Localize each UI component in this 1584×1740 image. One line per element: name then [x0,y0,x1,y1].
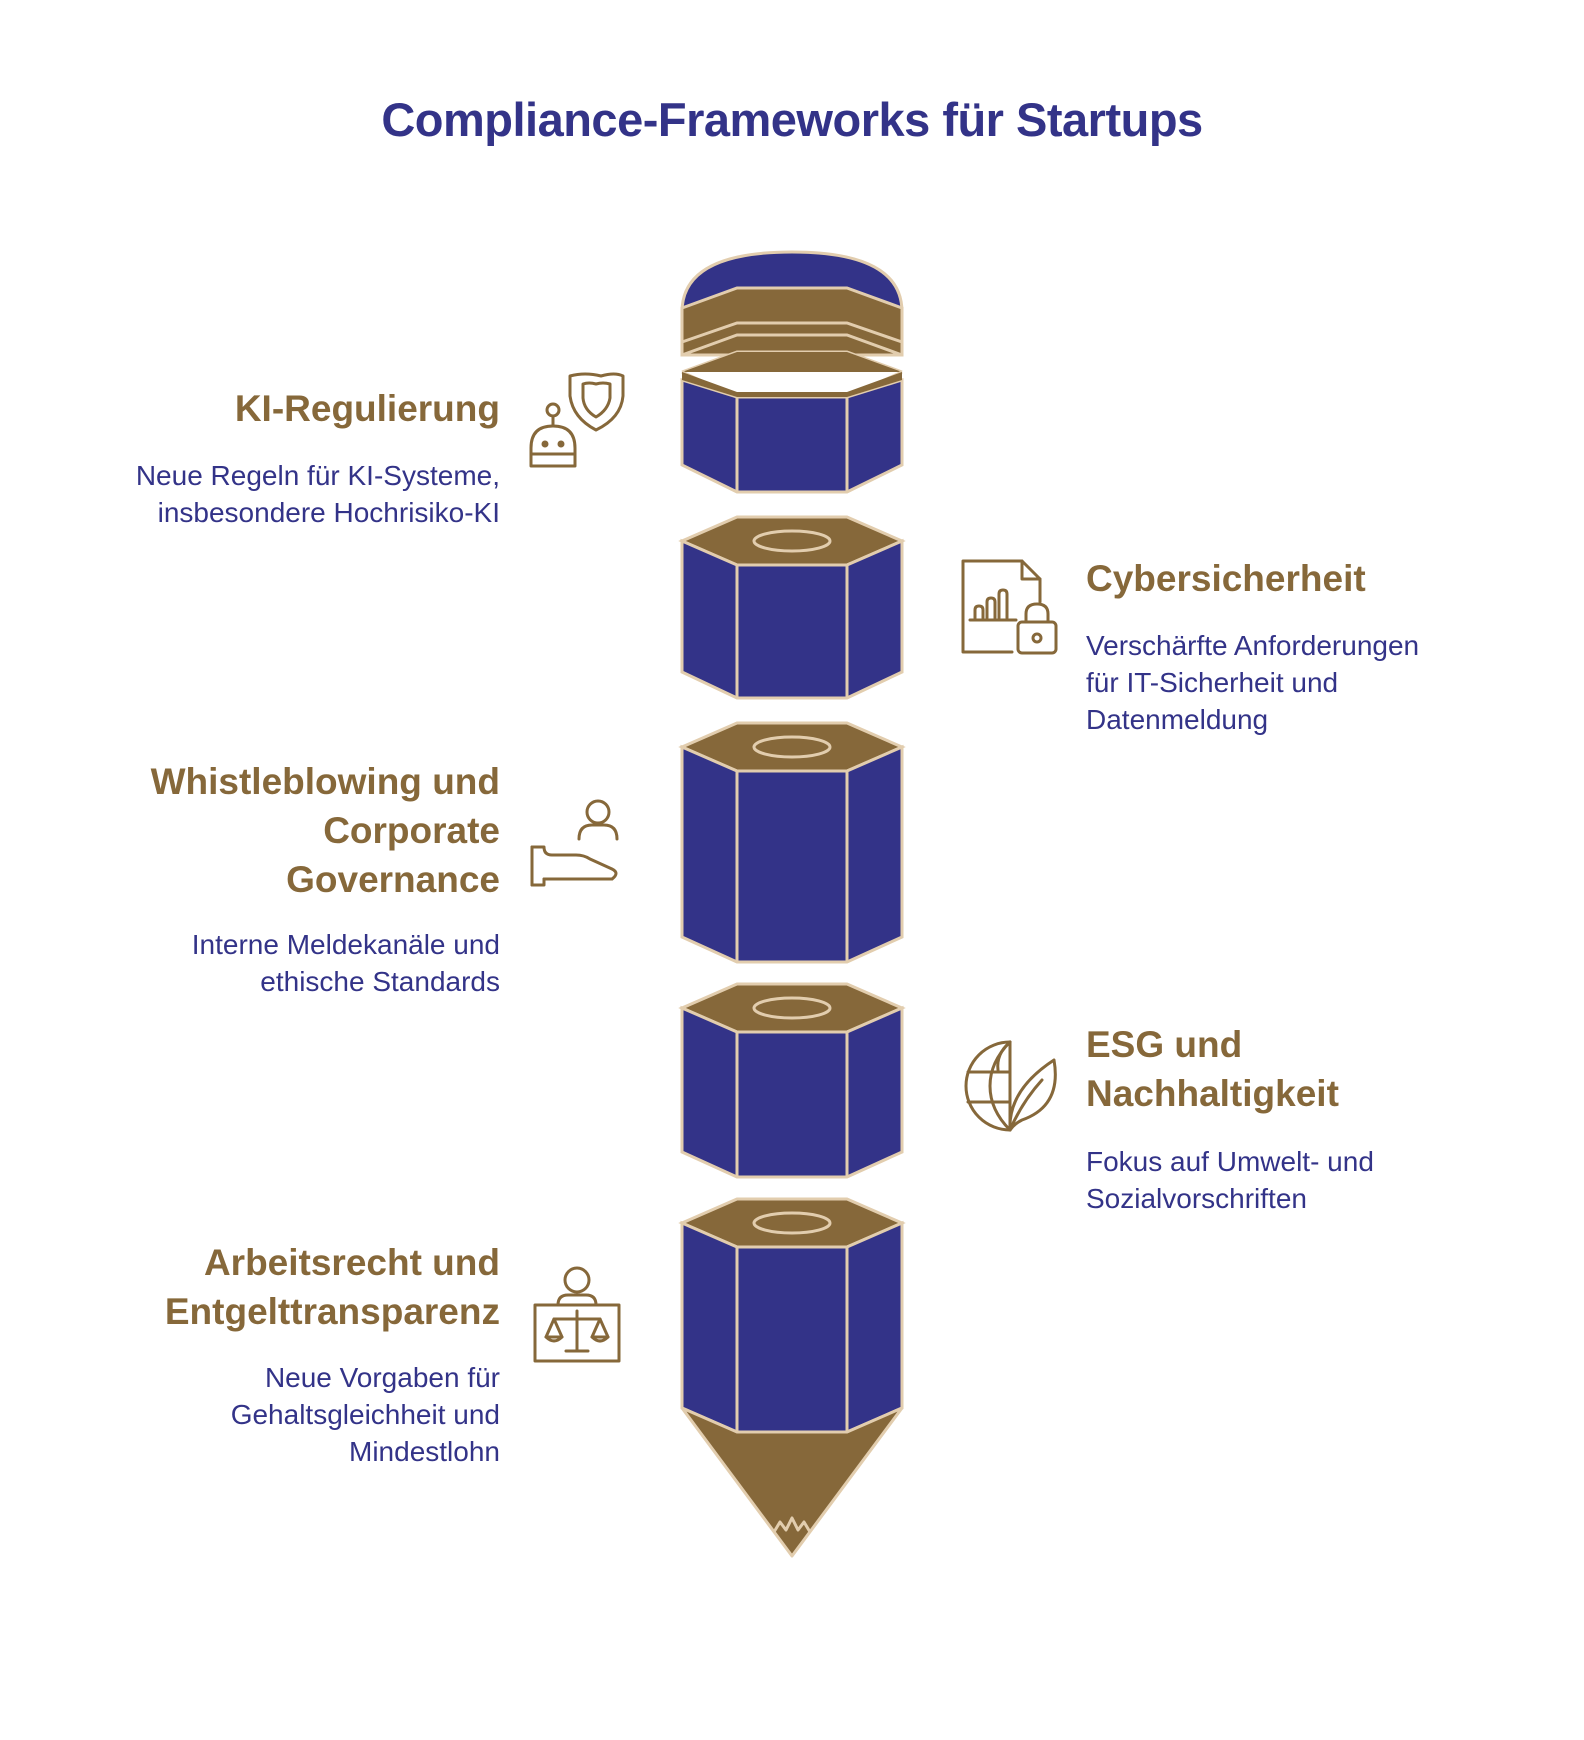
pencil-segment-4 [678,982,906,1179]
desc-arbeitsrecht: Neue Vorgaben für Gehaltsgleichheit und … [230,1362,500,1467]
heading-esg: ESG und Nachhaltigkeit [1086,1024,1339,1114]
document-lock-icon [961,559,1058,655]
heading-arbeitsrecht: Arbeitsrecht und Entgelttransparenz [164,1242,500,1332]
page-title: Compliance-Frameworks für Startups [381,93,1203,146]
pencil-segment-3 [678,721,906,964]
desc-esg: Fokus auf Umwelt- und Sozialvorschriften [1086,1146,1374,1214]
pencil-segment-2 [678,515,906,700]
hand-person-icon [530,799,619,887]
heading-ki-regulierung: KI-Regulierung [234,388,500,429]
robot-shield-icon [529,372,625,468]
pencil-tip [680,1406,904,1558]
globe-leaf-icon [964,1040,1057,1132]
desc-cybersicherheit: Verschärfte Anforderungen für IT-Sicherh… [1086,630,1420,735]
pencil-eraser-segment [680,250,904,494]
desc-ki-regulierung: Neue Regeln für KI-Systeme, insbesondere… [135,460,500,528]
heading-whistleblowing: Whistleblowing und Corporate Governance [150,761,500,900]
person-scales-icon [533,1266,621,1363]
desc-whistleblowing: Interne Meldekanäle und ethische Standar… [191,929,500,997]
pencil-segment-5 [678,1197,906,1434]
heading-cybersicherheit: Cybersicherheit [1086,558,1366,599]
